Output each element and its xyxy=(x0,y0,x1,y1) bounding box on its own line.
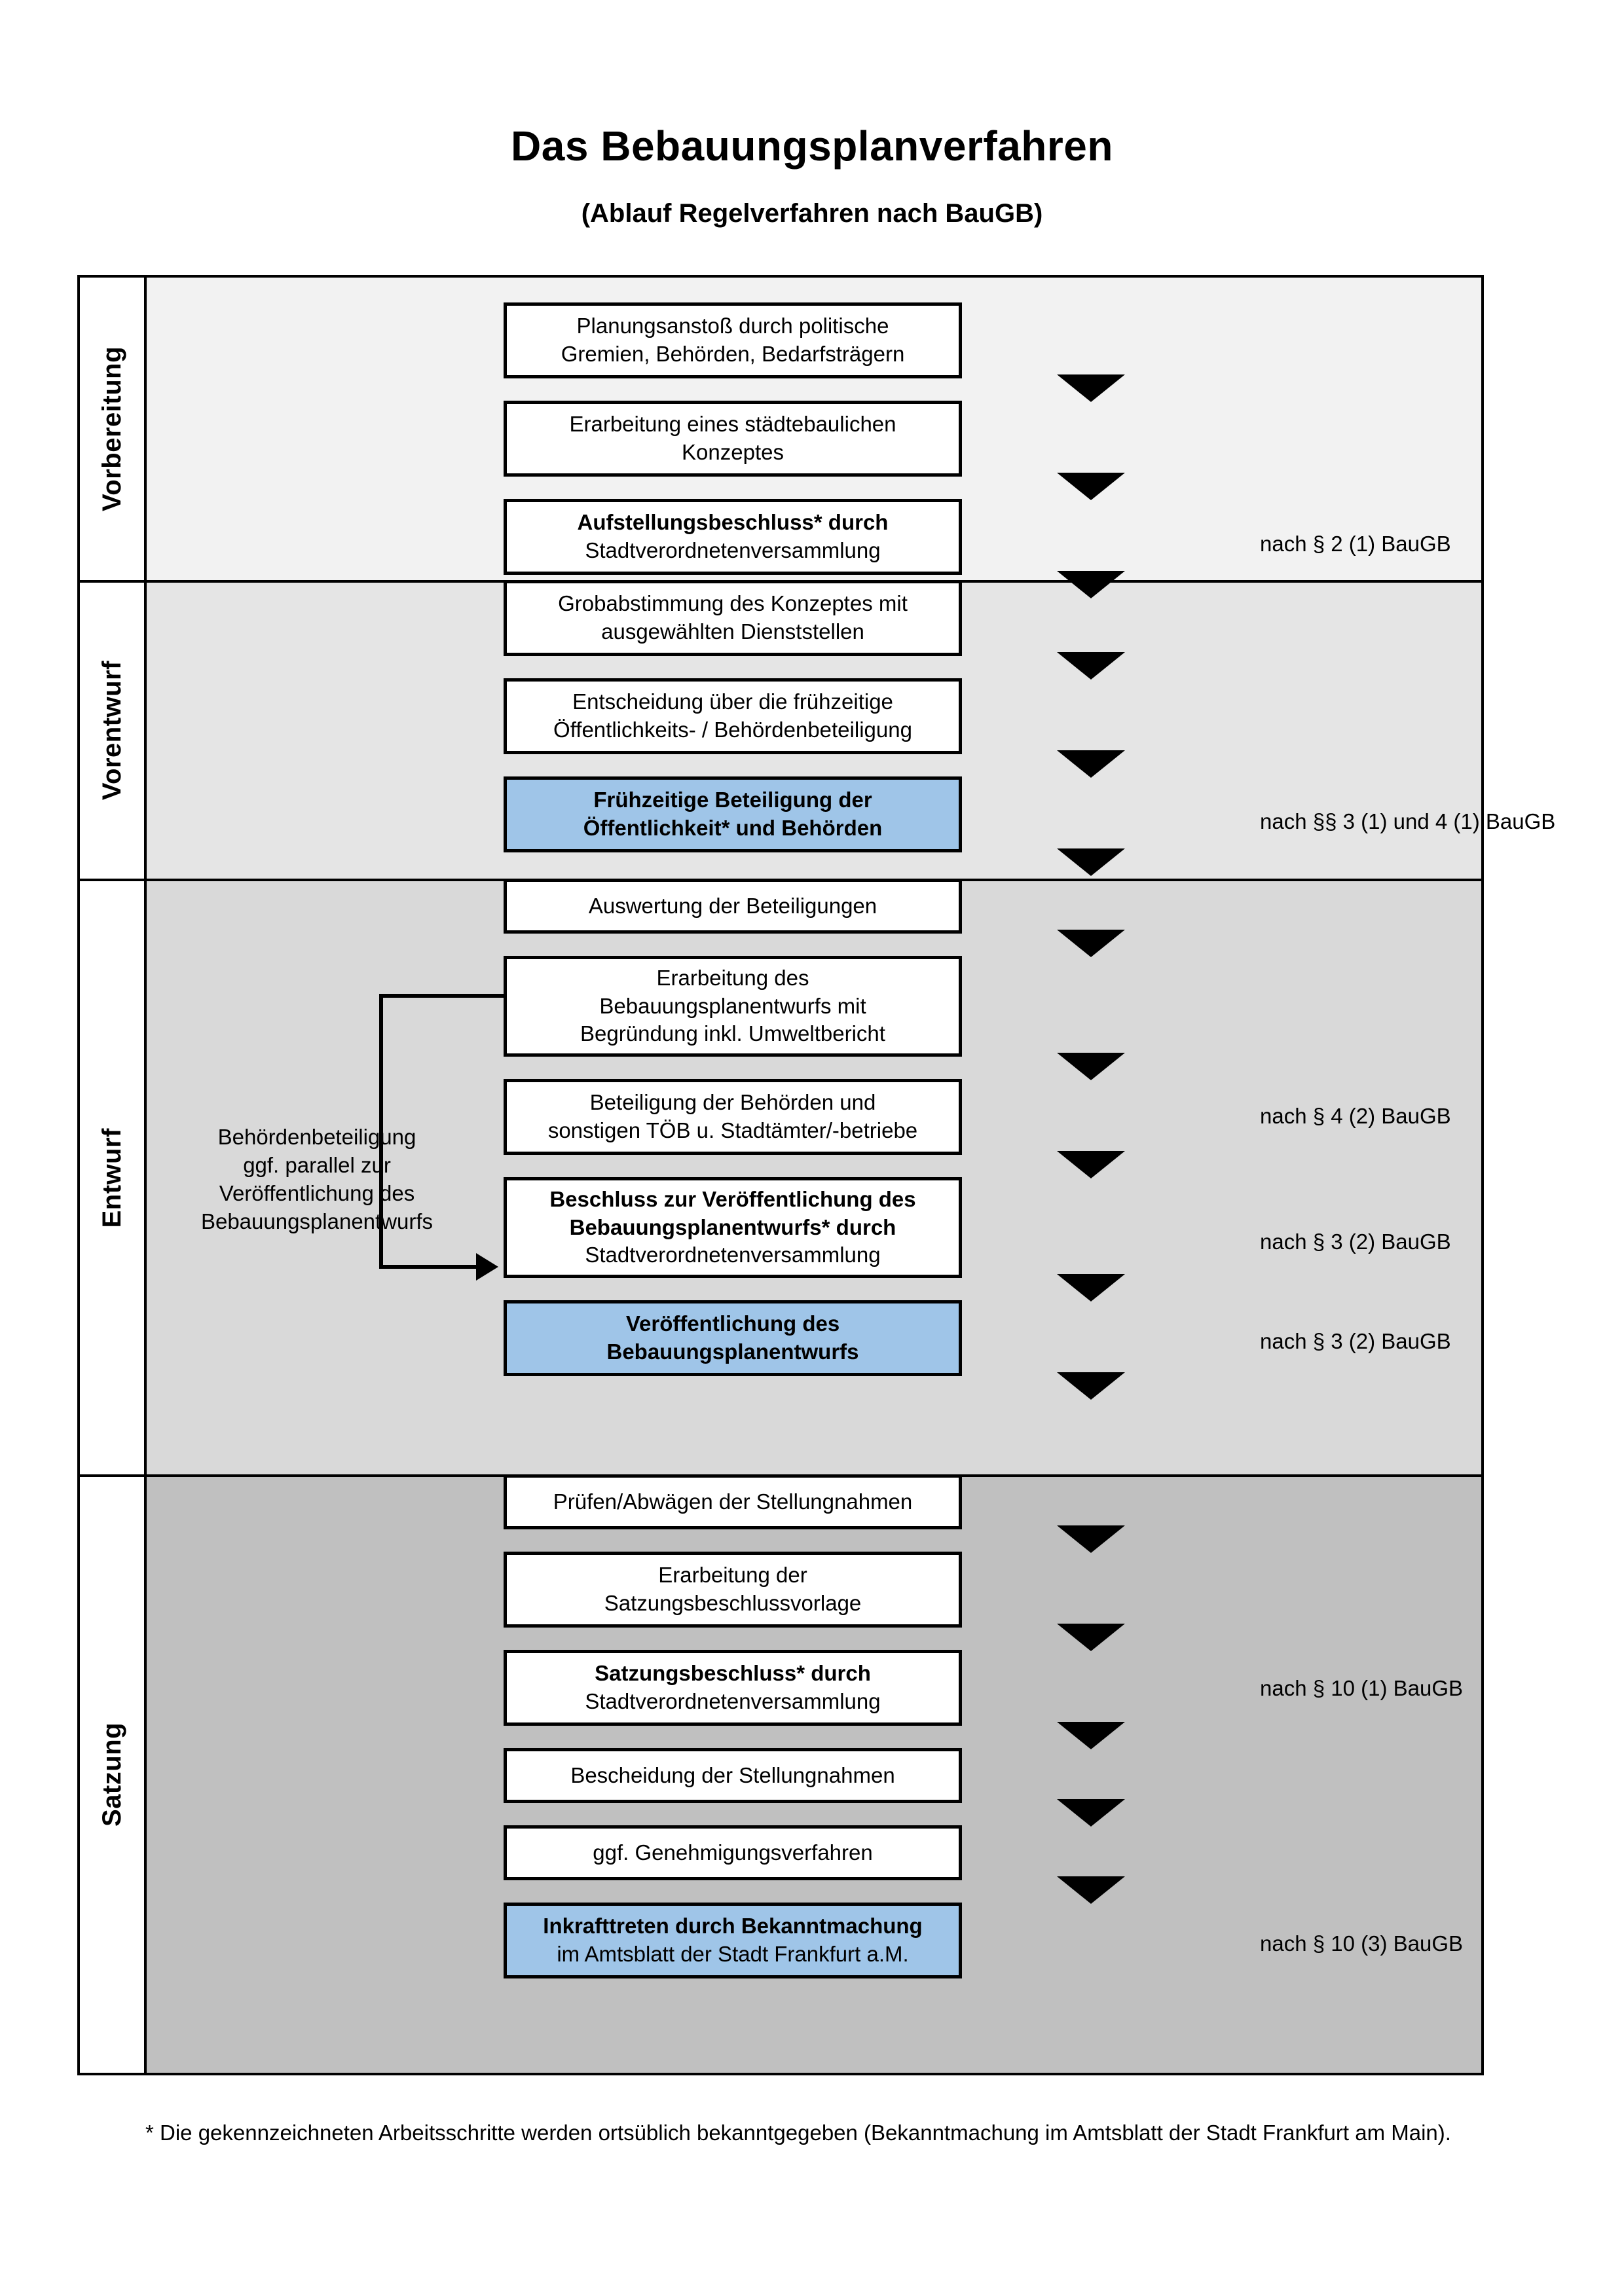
step-node[interactable]: Aufstellungsbeschluss* durch Stadtverord… xyxy=(504,499,962,575)
step-node[interactable]: Satzungsbeschluss* durch Stadtverordnete… xyxy=(504,1650,962,1726)
step-line: Öffentlichkeit* und Behörden xyxy=(583,816,883,840)
step-line: Gremien, Behörden, Bedarfsträgern xyxy=(561,342,905,366)
step-line: Grobabstimmung des Konzeptes mit xyxy=(558,591,908,616)
step-line: Veröffentlichung des xyxy=(625,1311,840,1336)
step-node[interactable]: Beschluss zur Veröffentlichung des Bebau… xyxy=(504,1177,962,1278)
arrow-down-icon xyxy=(1057,571,1125,598)
step-node[interactable]: Bescheidung der Stellungnahmen xyxy=(504,1748,962,1803)
phase-body-satzung: Prüfen/Abwägen der Stellungnahmen Erarbe… xyxy=(147,1474,1481,2073)
phase-label-cell-vorentwurf: Vorentwurf xyxy=(80,583,147,879)
step-line: Beschluss zur Veröffentlichung des xyxy=(549,1186,916,1211)
step-line: Stadtverordnetenversammlung xyxy=(585,1243,881,1267)
arrow-down-icon xyxy=(1057,652,1125,680)
arrow-down-icon xyxy=(1057,1151,1125,1178)
arrow-down-icon xyxy=(1057,848,1125,876)
phase-label-entwurf: Entwurf xyxy=(97,1127,126,1228)
phase-label-cell-entwurf: Entwurf xyxy=(80,881,147,1474)
step-line: Planungsanstoß durch politische xyxy=(576,314,889,338)
step-node[interactable]: ggf. Genehmigungsverfahren xyxy=(504,1825,962,1880)
step-line: Frühzeitige Beteiligung der xyxy=(593,788,872,812)
step-line-bold: Inkrafttreten durch Bekanntmachung xyxy=(543,1914,923,1939)
step-line: Bebauungsplanentwurfs* durch xyxy=(569,1214,896,1239)
flowchart-container: Vorbereitung Planungsanstoß durch politi… xyxy=(77,275,1555,2075)
arrow-down-icon xyxy=(1057,1799,1125,1827)
step-line: Bebauungsplanentwurfs xyxy=(606,1339,859,1364)
step-line: Konzeptes xyxy=(682,440,784,464)
arrow-down-icon xyxy=(1057,1876,1125,1904)
step-line: Erarbeitung der xyxy=(658,1563,807,1588)
legal-reference: nach §§ 3 (1) und 4 (1) BauGB xyxy=(1260,809,1556,833)
step-node-highlighted[interactable]: Veröffentlichung des Bebauungsplanentwur… xyxy=(504,1300,962,1376)
step-node[interactable]: Erarbeitung der Satzungsbeschlussvorlage xyxy=(504,1552,962,1628)
step-line: Bescheidung der Stellungnahmen xyxy=(570,1762,895,1787)
step-line: Satzungsbeschluss* durch xyxy=(595,1661,871,1686)
phase-entwurf: Entwurf Behördenbeteiligung ggf. paralle… xyxy=(80,879,1481,1477)
step-line: Stadtverordnetenversammlung xyxy=(585,1689,881,1713)
step-line: Beteiligung der Behörden und xyxy=(589,1090,876,1115)
step-line: Entscheidung über die frühzeitige xyxy=(572,689,893,714)
step-line: sonstigen TÖB u. Stadtämter/-betriebe xyxy=(547,1118,918,1142)
arrow-down-icon xyxy=(1057,1274,1125,1302)
arrow-down-icon xyxy=(1057,1053,1125,1080)
step-line: Prüfen/Abwägen der Stellungnahmen xyxy=(553,1489,913,1514)
phase-label-cell-satzung: Satzung xyxy=(80,1477,147,2073)
phase-body-entwurf: Behördenbeteiligung ggf. parallel zur Ve… xyxy=(147,879,1481,1474)
phase-label-cell-vorbereitung: Vorbereitung xyxy=(80,278,147,580)
step-node[interactable]: Auswertung der Beteiligungen xyxy=(504,879,962,934)
step-line: ggf. Genehmigungsverfahren xyxy=(593,1840,873,1865)
step-line: Begründung inkl. Umweltbericht xyxy=(580,1021,885,1046)
arrow-down-icon xyxy=(1057,374,1125,402)
phase-body-vorentwurf: Grobabstimmung des Konzeptes mit ausgewä… xyxy=(147,580,1555,879)
step-line: Bebauungsplanentwurfs mit xyxy=(599,993,866,1018)
title-block: Das Bebauungsplanverfahren (Ablauf Regel… xyxy=(0,0,1624,228)
step-node[interactable]: Planungsanstoß durch politische Gremien,… xyxy=(504,302,962,378)
legal-reference: nach § 10 (1) BauGB xyxy=(1260,1676,1464,1700)
step-line: Satzungsbeschlussvorlage xyxy=(604,1591,862,1615)
phase-label-vorbereitung: Vorbereitung xyxy=(97,346,126,511)
connector-segment-top xyxy=(379,994,507,998)
phase-vorentwurf: Vorentwurf Grobabstimmung des Konzeptes … xyxy=(80,580,1555,881)
step-line: Inkrafttreten durch Bekanntmachung xyxy=(543,1912,922,1941)
phase-vorbereitung: Vorbereitung Planungsanstoß durch politi… xyxy=(80,278,1481,598)
arrow-down-icon xyxy=(1057,930,1125,957)
footnote: * Die gekennzeichneten Arbeitsschritte w… xyxy=(145,2121,1451,2145)
step-node[interactable]: Prüfen/Abwägen der Stellungnahmen xyxy=(504,1474,962,1529)
step-line: Auswertung der Beteiligungen xyxy=(588,893,877,918)
step-line: Erarbeitung des xyxy=(656,965,809,990)
arrow-down-icon xyxy=(1057,1624,1125,1651)
page-subtitle: (Ablauf Regelverfahren nach BauGB) xyxy=(581,199,1043,228)
arrow-down-icon xyxy=(1057,473,1125,500)
arrow-down-icon xyxy=(1057,1372,1125,1400)
step-node[interactable]: Entscheidung über die frühzeitige Öffent… xyxy=(504,678,962,754)
phase-body-vorbereitung: Planungsanstoß durch politische Gremien,… xyxy=(147,278,1481,598)
step-line: im Amtsblatt der Stadt Frankfurt a.M. xyxy=(557,1942,909,1966)
step-line: Öffentlichkeits- / Behördenbeteiligung xyxy=(553,718,912,742)
step-node[interactable]: Erarbeitung eines städtebaulichen Konzep… xyxy=(504,401,962,477)
step-line: Erarbeitung eines städtebaulichen xyxy=(569,412,896,437)
phase-label-vorentwurf: Vorentwurf xyxy=(97,661,126,801)
step-line: Aufstellungsbeschluss* durch xyxy=(577,510,889,535)
page-title: Das Bebauungsplanverfahren xyxy=(511,122,1113,170)
arrow-down-icon xyxy=(1057,1722,1125,1749)
connector-segment-bottom xyxy=(379,1265,477,1269)
legal-reference: nach § 3 (2) BauGB xyxy=(1260,1230,1451,1254)
legal-reference: nach § 4 (2) BauGB xyxy=(1260,1104,1451,1128)
legal-reference: nach § 2 (1) BauGB xyxy=(1260,532,1451,556)
step-line: ausgewählten Dienststellen xyxy=(601,619,864,644)
phase-label-satzung: Satzung xyxy=(97,1722,126,1827)
legal-reference: nach § 3 (2) BauGB xyxy=(1260,1329,1451,1353)
step-line: Stadtverordnetenversammlung xyxy=(585,538,881,562)
step-node-highlighted[interactable]: Frühzeitige Beteiligung der Öffentlichke… xyxy=(504,776,962,852)
step-node[interactable]: Grobabstimmung des Konzeptes mit ausgewä… xyxy=(504,580,962,656)
arrow-down-icon xyxy=(1057,1525,1125,1553)
step-node[interactable]: Beteiligung der Behörden und sonstigen T… xyxy=(504,1079,962,1155)
step-node[interactable]: Erarbeitung des Bebauungsplanentwurfs mi… xyxy=(504,956,962,1057)
loopback-connector xyxy=(379,994,510,1281)
step-node-highlighted[interactable]: Inkrafttreten durch Bekanntmachung im Am… xyxy=(504,1903,962,1978)
connector-segment-left xyxy=(379,994,383,1269)
legal-reference: nach § 10 (3) BauGB xyxy=(1260,1931,1464,1956)
arrow-down-icon xyxy=(1057,750,1125,778)
phase-satzung: Satzung Prüfen/Abwägen der Stellungnahme… xyxy=(80,1474,1481,2073)
arrow-right-icon xyxy=(476,1253,498,1281)
